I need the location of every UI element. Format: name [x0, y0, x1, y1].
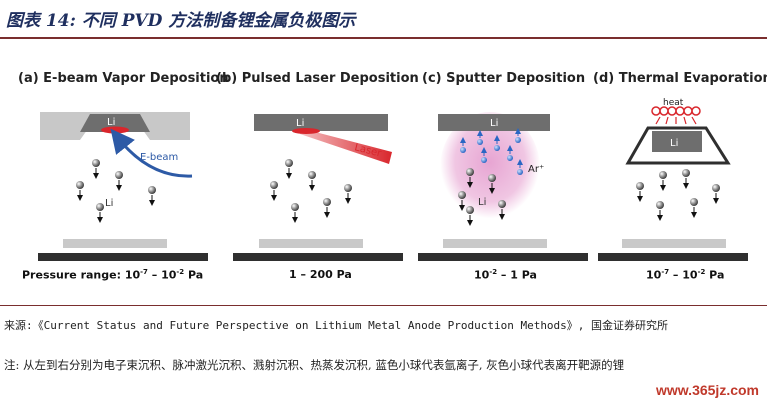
li-source [80, 114, 150, 132]
pvd-diagrams: Li E-beam Li Li Laser [38, 98, 748, 261]
panel-c-pressure: 10-2 – 1 Pa [474, 268, 537, 282]
heater-coil [651, 106, 701, 116]
ar-label: Ar⁺ [528, 164, 544, 175]
panel-d-title: (d) Thermal Evaporation [593, 71, 767, 86]
panel-c-diagram: Li Ar⁺ Li [418, 112, 588, 261]
li-label-b: Li [296, 118, 304, 129]
panel-d-pressure: 10-7 – 10-2 Pa [646, 268, 725, 282]
ebeam-label: E-beam [140, 152, 178, 163]
panel-a-pressure: Pressure range: 10-7 – 10-2 Pa [22, 268, 204, 282]
substrate-c-dark [418, 253, 588, 261]
substrate-d-light [622, 239, 726, 248]
li-atoms-c [458, 168, 506, 226]
figure-title: 图表 14: 不同 PVD 方法制备锂金属负极图示 [6, 11, 356, 31]
panel-c-title: (c) Sputter Deposition [422, 71, 586, 86]
title-rule [0, 37, 767, 39]
ebeam-arrow [110, 128, 193, 178]
substrate-b-light [259, 239, 363, 248]
panel-b-diagram: Li Laser [233, 114, 403, 261]
li-source-d [652, 131, 702, 152]
li-label-c: Li [490, 118, 498, 129]
li-label-c2: Li [478, 197, 486, 208]
substrate-b-dark [233, 253, 403, 261]
target-c [438, 114, 550, 131]
substrate-d-dark [598, 253, 748, 261]
substrate-a-dark [38, 253, 208, 261]
ar-ions [460, 128, 523, 175]
panel-b-title: (b) Pulsed Laser Deposition [216, 71, 419, 86]
li-atoms-a [76, 159, 156, 223]
source-text: 来源:《Current Status and Future Perspectiv… [4, 319, 669, 332]
li-label-a2: Li [105, 198, 113, 209]
substrate-c-light [443, 239, 547, 248]
substrate-a-light [63, 239, 167, 248]
panel-a-title: (a) E-beam Vapor Deposition [18, 71, 229, 86]
source-rule [0, 305, 767, 306]
target-b [254, 114, 388, 131]
note-text: 注: 从左到右分别为电子束沉积、脉冲激光沉积、溅射沉积、热蒸发沉积, 蓝色小球代… [4, 358, 625, 372]
panel-b-pressure: 1 – 200 Pa [289, 268, 352, 281]
watermark: www.365jz.com [656, 382, 759, 398]
li-atoms-d [636, 169, 720, 221]
li-label-a: Li [107, 117, 115, 128]
li-label-d: Li [670, 138, 678, 149]
laser-label: Laser [353, 142, 383, 159]
li-atoms-b [270, 159, 352, 223]
heat-label: heat [663, 98, 684, 108]
panel-d-diagram: heat Li [598, 98, 748, 261]
heat-rays [655, 116, 697, 125]
panel-a-diagram: Li E-beam Li [38, 112, 208, 261]
laser-beam [300, 128, 392, 164]
